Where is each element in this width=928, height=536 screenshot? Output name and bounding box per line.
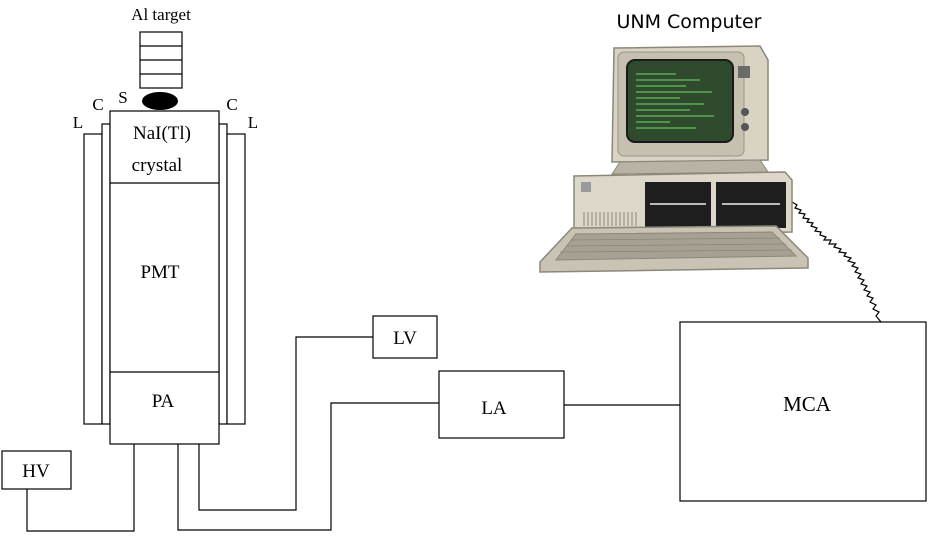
mca-label: MCA — [783, 392, 832, 416]
monitor-screen — [626, 59, 734, 143]
lead-left-label: L — [73, 113, 83, 132]
hv-supply-box — [1, 450, 72, 490]
lv-cable — [198, 336, 373, 511]
monitor-knob-icon — [741, 123, 749, 131]
collimator-right-label: C — [226, 95, 237, 114]
lead-right-label: L — [248, 113, 258, 132]
lead-shield-right — [226, 133, 246, 425]
al-target — [139, 31, 183, 89]
preamp-label: PA — [152, 391, 175, 412]
linear-amplifier-box — [438, 370, 565, 439]
la-label: LA — [481, 398, 507, 419]
computer-illustration — [539, 45, 809, 273]
lv-label: LV — [393, 328, 417, 349]
pmt-label: PMT — [140, 262, 179, 283]
collimator-left-label: C — [92, 95, 103, 114]
lead-shield-left — [83, 133, 103, 425]
crystal-label-line2: crystal — [132, 155, 183, 176]
collimator-right — [218, 123, 228, 425]
computer-label: UNM Computer — [616, 11, 761, 33]
source-label: S — [118, 88, 127, 107]
source-marker — [142, 92, 178, 110]
collimator-left — [101, 123, 111, 425]
mca-box — [679, 321, 927, 502]
signal-cable-pa-to-la — [177, 402, 439, 531]
computer-cable — [791, 201, 882, 323]
detector-assembly — [109, 110, 220, 445]
hv-label: HV — [22, 461, 50, 482]
hv-cable — [26, 444, 135, 532]
crystal-label-line1: NaI(Tl) — [133, 123, 191, 144]
monitor-knob-icon — [741, 108, 749, 116]
lv-supply-box — [372, 315, 438, 359]
al-target-label: Al target — [131, 5, 191, 24]
